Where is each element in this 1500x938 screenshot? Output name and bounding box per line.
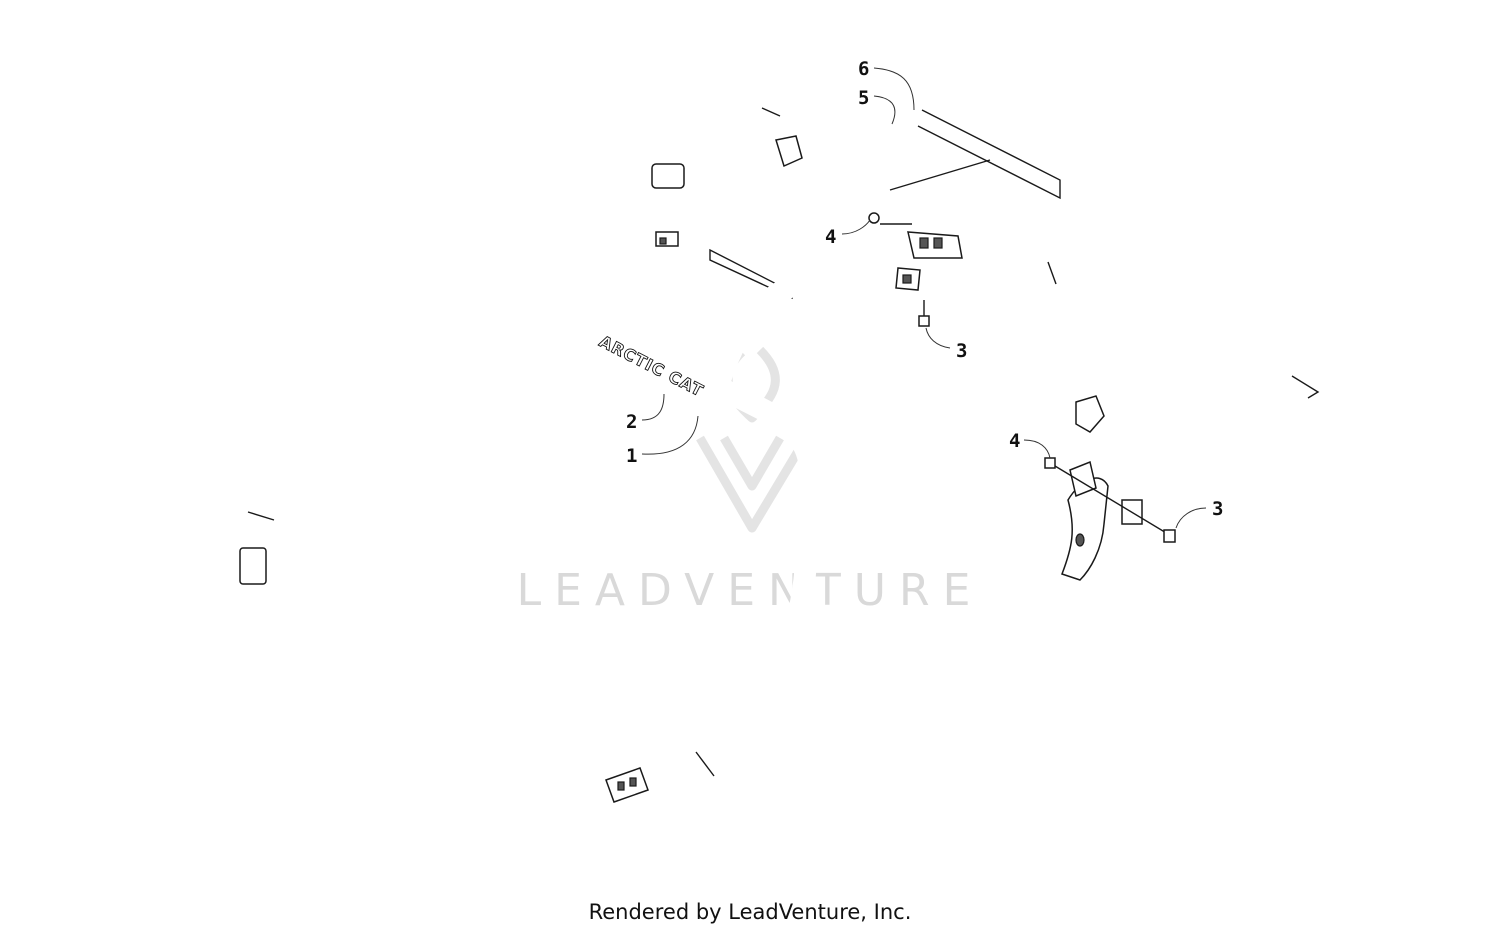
callout-4-lower: 4 <box>1009 430 1020 452</box>
nut-4-lower <box>1044 457 1056 469</box>
lower-mount-bracket <box>1061 460 1109 581</box>
handle-clamp <box>775 135 803 168</box>
center-brace <box>570 180 921 391</box>
tube-end-fitting <box>655 231 679 247</box>
front-roll-hoop <box>239 254 822 803</box>
callout-6: 6 <box>858 58 869 80</box>
watermark-text: LEADVENTURE <box>517 565 984 616</box>
center-mount-bracket <box>880 223 963 291</box>
rear-cross-bar <box>672 94 1320 399</box>
callout-1: 1 <box>626 445 637 467</box>
callout-2: 2 <box>626 411 637 433</box>
callout-5: 5 <box>858 87 869 109</box>
callouts: 6 5 4 3 2 1 4 3 <box>626 58 1223 529</box>
nut-4-upper <box>868 212 880 224</box>
rear-panel <box>761 107 1061 200</box>
grab-handle <box>769 119 941 169</box>
bolt-3-upper <box>918 315 930 327</box>
callout-4-upper: 4 <box>825 226 836 248</box>
clamp-bracket <box>651 163 685 189</box>
callout-3-lower: 3 <box>1212 498 1223 520</box>
hardware <box>868 212 1176 543</box>
callout-3-upper: 3 <box>956 340 967 362</box>
rear-left-upright <box>651 90 704 248</box>
tube-end-fitting <box>605 767 649 803</box>
render-credit: Rendered by LeadVenture, Inc. <box>588 900 912 924</box>
tube-end-fitting <box>239 547 267 585</box>
leadventure-watermark: LEADVENTURE <box>517 346 984 616</box>
clamp-bracket <box>1075 395 1105 433</box>
bolt-3-lower <box>1163 529 1176 543</box>
